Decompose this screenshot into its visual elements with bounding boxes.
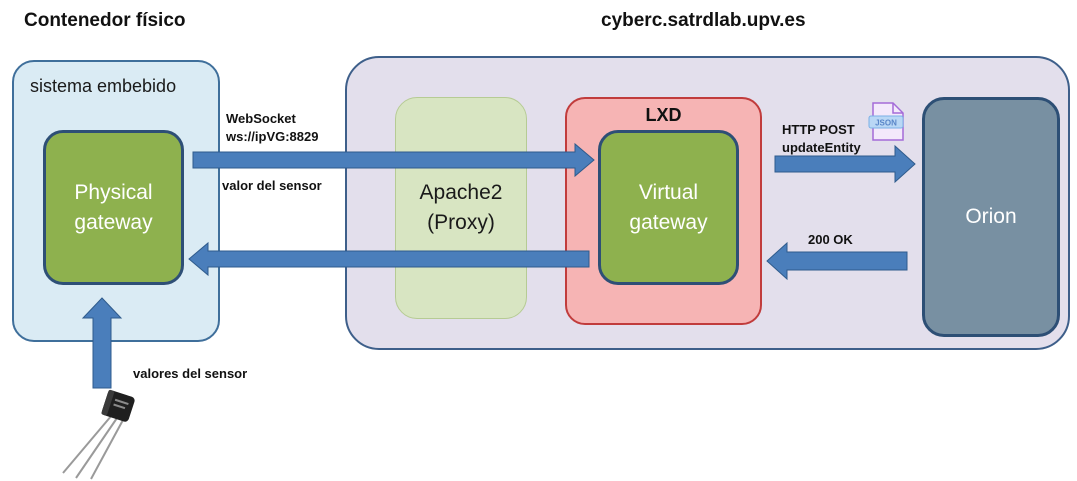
json-file-icon: JSON xyxy=(868,102,904,141)
return-arrow xyxy=(188,241,590,277)
virtual-gateway-label-line2: gateway xyxy=(629,210,708,234)
virtual-gateway-label-line1: Virtual xyxy=(638,180,699,204)
websocket-label: WebSocket ws://ipVG:8829 xyxy=(226,110,318,146)
websocket-arrow xyxy=(192,142,595,178)
response-arrow xyxy=(766,241,908,281)
orion-label: Orion xyxy=(965,205,1017,228)
lxd-label: LXD xyxy=(645,105,682,125)
sensor-values-label: valores del sensor xyxy=(133,366,248,381)
apache-label-line2: (Proxy) xyxy=(427,211,495,234)
virtual-gateway-box: Virtual gateway xyxy=(598,130,739,285)
http-post-label: HTTP POST updateEntity xyxy=(782,121,861,157)
title-server: cyberc.satrdlab.upv.es xyxy=(601,10,806,31)
physical-gateway-box: Physical gateway xyxy=(43,130,184,285)
orion-box: Orion xyxy=(922,97,1060,337)
websocket-label-line1: WebSocket xyxy=(226,111,296,126)
physical-gateway-label-line2: gateway xyxy=(74,210,153,234)
sensor-value-label: valor del sensor xyxy=(222,178,322,193)
http-post-label-line1: HTTP POST xyxy=(782,122,855,137)
apache-proxy-box: Apache2 (Proxy) xyxy=(395,97,527,319)
websocket-label-line2: ws://ipVG:8829 xyxy=(226,129,319,144)
svg-text:JSON: JSON xyxy=(875,119,897,128)
embedded-system-label: sistema embebido xyxy=(30,76,177,96)
http-post-arrow xyxy=(774,144,916,184)
temperature-sensor-icon xyxy=(62,389,135,480)
response-label: 200 OK xyxy=(808,232,853,247)
apache-label-line1: Apache2 xyxy=(419,181,503,204)
sensor-up-arrow xyxy=(81,297,123,389)
title-physical-container: Contenedor físico xyxy=(24,10,186,31)
http-post-label-line2: updateEntity xyxy=(782,140,861,155)
physical-gateway-label-line1: Physical xyxy=(74,180,153,204)
